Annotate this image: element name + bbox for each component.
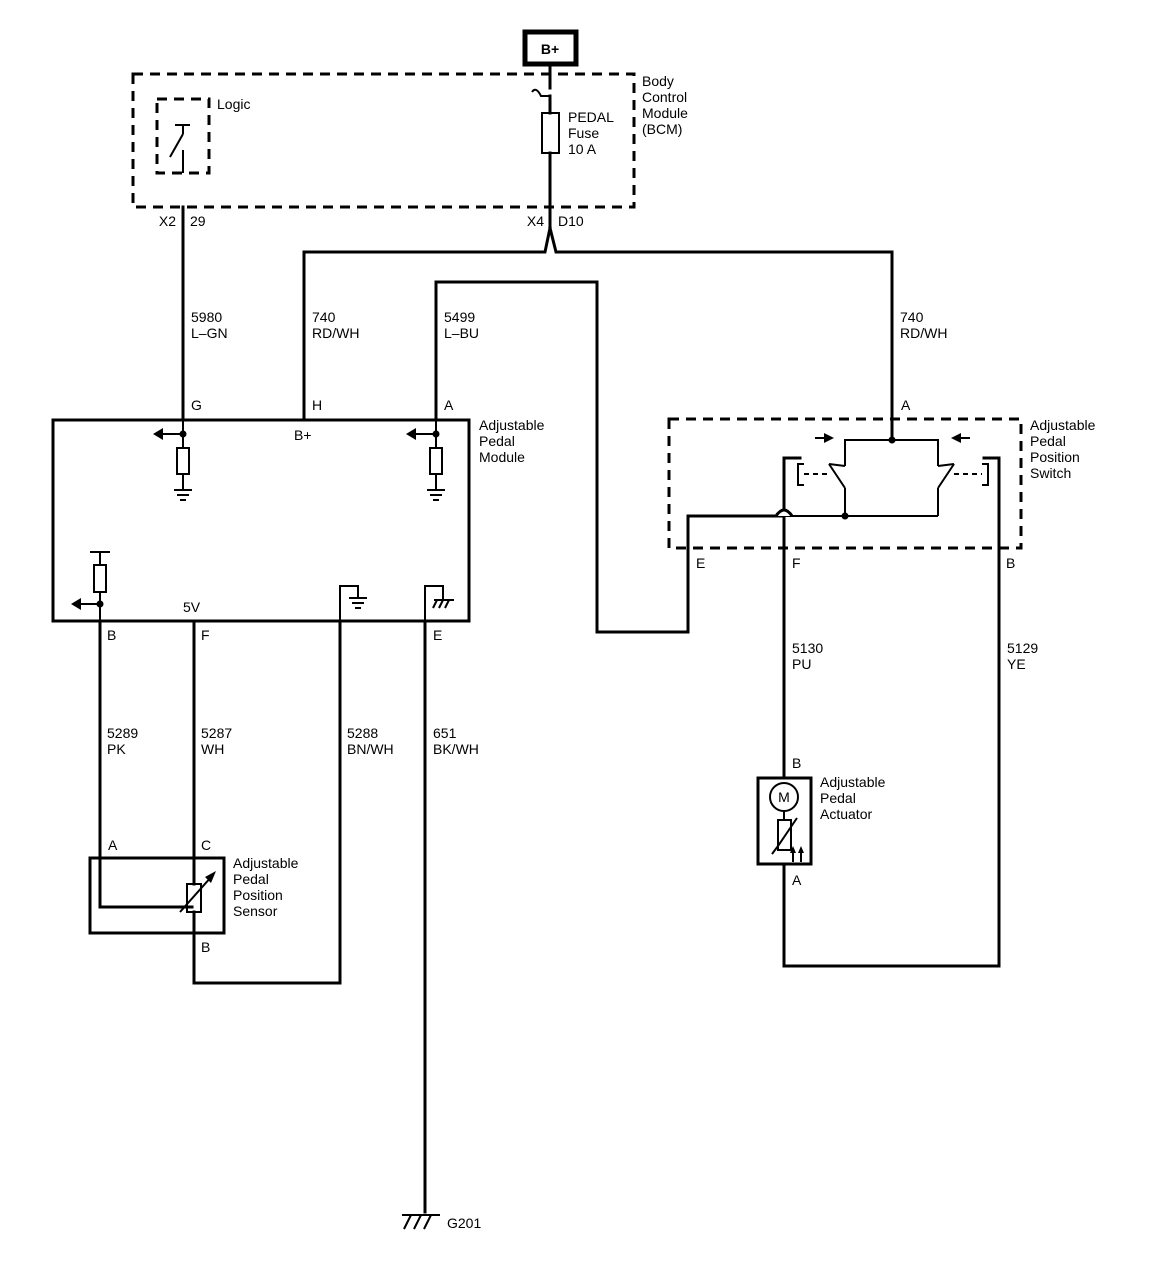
bcm-name: Body Control Module (BCM): [642, 73, 692, 137]
motor-icon: M: [769, 782, 799, 820]
bcm: Body Control Module (BCM) Logic PEDAL Fu…: [131, 62, 692, 229]
wire-740-right-number: 740: [900, 309, 924, 325]
svg-text:L–BU: L–BU: [444, 325, 479, 341]
module-outline: [51, 418, 471, 623]
svg-text:651: 651: [433, 725, 457, 741]
sensor-pin-b: B: [201, 939, 210, 955]
module-pin-g: G: [191, 397, 202, 413]
pedal-position-sensor: A C B Adjustable Pedal Position Sensor: [88, 837, 302, 955]
svg-text:5980: 5980: [191, 309, 222, 325]
actuator-name: Adjustable Pedal Actuator: [820, 774, 889, 822]
module-bplus-label: B+: [294, 427, 312, 443]
pedal-actuator: B A M Adjustable Pedal Actuator: [756, 755, 889, 888]
wire-5289: 5289 PK: [98, 619, 194, 909]
wire-5288: 5288 BN/WH: [192, 619, 394, 985]
bcm-logic-label: Logic: [217, 96, 250, 112]
potentiometer-icon: [179, 871, 216, 913]
svg-text:BN/WH: BN/WH: [347, 741, 394, 757]
module-pin-f: F: [201, 627, 210, 643]
module-input-b-icon: [71, 551, 110, 621]
switch-pin-f: F: [792, 555, 801, 571]
sensor-pin-a: A: [108, 837, 118, 853]
bcm-logic-box: [155, 97, 211, 175]
module-name: Adjustable Pedal Module: [479, 417, 548, 465]
actuator-outline: [756, 776, 813, 866]
switch-outline: [667, 417, 1023, 550]
pedal-fuse-label: PEDAL Fuse 10 A: [568, 109, 617, 157]
module-signal-ground-icon: [339, 585, 367, 621]
pedal-fuse-icon: [531, 62, 560, 209]
svg-text:PU: PU: [792, 656, 811, 672]
module-pin-h: H: [312, 397, 322, 413]
sensor-name: Adjustable Pedal Position Sensor: [233, 855, 302, 919]
wire-651: 651 BK/WH: [423, 619, 479, 1214]
wire-5980: 5980 L–GN: [181, 205, 228, 422]
svg-text:PK: PK: [107, 741, 126, 757]
bcm-conn-x4: X4: [527, 213, 544, 229]
wire-740-left-color: RD/WH: [312, 325, 359, 341]
module-input-g-icon: [153, 420, 192, 501]
wire-5287: 5287 WH: [192, 619, 232, 886]
module-input-a-icon: [406, 420, 445, 501]
module-pin-a: A: [444, 397, 454, 413]
switch-pin-e: E: [696, 555, 705, 571]
sensor-outline: [88, 856, 226, 935]
wire-740-right-color: RD/WH: [900, 325, 947, 341]
actuator-position-sensor-icon: [771, 817, 804, 862]
wire-crossing-hop: [774, 508, 794, 517]
bcm-logic-switch-icon: [169, 124, 190, 173]
power-source: B+: [522, 29, 579, 67]
svg-text:5129: 5129: [1007, 640, 1038, 656]
sensor-pin-c: C: [201, 837, 211, 853]
svg-text:L–GN: L–GN: [191, 325, 228, 341]
adjustable-pedal-module: Adjustable Pedal Module G H A B+ 5V: [51, 397, 548, 643]
ground-g201-label: G201: [447, 1215, 481, 1231]
actuator-pin-a: A: [792, 872, 802, 888]
wire-5130: 5130 PU: [782, 456, 823, 780]
svg-text:WH: WH: [201, 741, 224, 757]
switch-pin-b: B: [1006, 555, 1015, 571]
bcm-conn-x2: X2: [159, 213, 176, 229]
svg-text:5289: 5289: [107, 725, 138, 741]
bcm-outline: [131, 72, 636, 209]
wire-740-left-number: 740: [312, 309, 336, 325]
module-pin-b: B: [107, 627, 116, 643]
wire-5499: 5499 L–BU: [434, 280, 786, 634]
module-pin-e: E: [433, 627, 442, 643]
wire-5129: 5129 YE: [782, 456, 1038, 968]
wire-740-split: [302, 205, 894, 442]
switch-name: Adjustable Pedal Position Switch: [1030, 417, 1099, 481]
switch-pin-a: A: [901, 397, 911, 413]
svg-text:5499: 5499: [444, 309, 475, 325]
motor-label: M: [778, 789, 790, 805]
pedal-position-switch: Adjustable Pedal Position Switch A E F B: [667, 397, 1099, 571]
ground-g201-icon: [402, 1214, 440, 1230]
bcm-pin-d10: D10: [558, 213, 584, 229]
bcm-pin-29: 29: [190, 213, 206, 229]
module-5v-label: 5V: [183, 599, 201, 615]
svg-text:5130: 5130: [792, 640, 823, 656]
actuator-pin-b: B: [792, 755, 801, 771]
switch-contacts-icon: [784, 433, 989, 520]
svg-text:5288: 5288: [347, 725, 378, 741]
module-chassis-ground-icon: [424, 585, 454, 621]
svg-text:5287: 5287: [201, 725, 232, 741]
power-source-label: B+: [541, 41, 559, 57]
svg-text:YE: YE: [1007, 656, 1026, 672]
svg-text:BK/WH: BK/WH: [433, 741, 479, 757]
